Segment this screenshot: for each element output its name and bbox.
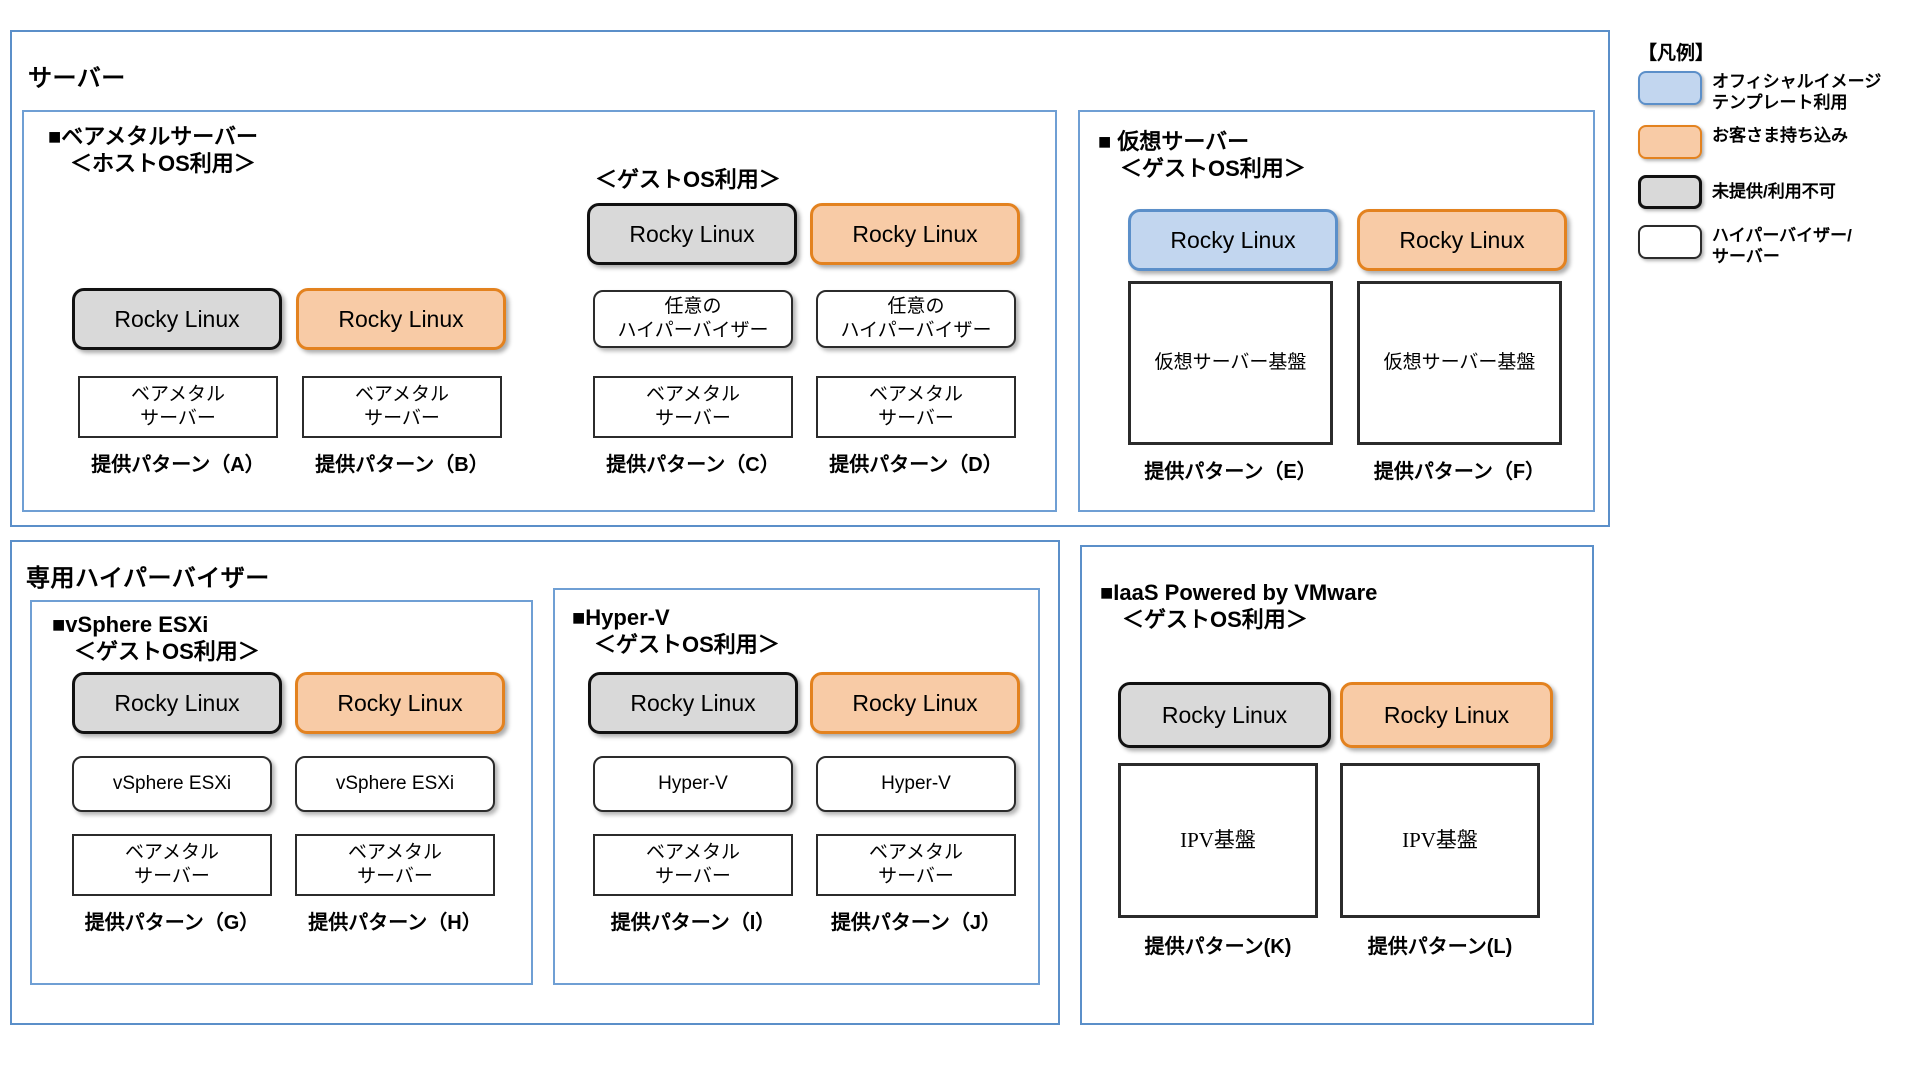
stack-l-pattern-label: 提供パターン(L) — [1367, 936, 1513, 958]
legend: 【凡例】 オフィシャルイメージ テンプレート利用 お客さま持ち込み 未提供/利用… — [1638, 38, 1918, 280]
stack-k-base-box: IPV基盤 — [1118, 763, 1318, 918]
legend-item-hypervisor-server: ハイパーバイザー/ サーバー — [1638, 225, 1918, 267]
stack-i-hypervisor-box: Hyper-V — [593, 756, 793, 812]
legend-label-official-template: オフィシャルイメージ テンプレート利用 — [1712, 72, 1882, 112]
legend-swatch-white — [1638, 225, 1702, 260]
iaas-vmware-heading: ■IaaS Powered by VMware ＜ゲストOS利用＞ — [1100, 580, 1378, 632]
stack-g-hypervisor-box: vSphere ESXi — [72, 756, 272, 812]
legend-swatch-blue — [1638, 71, 1702, 105]
stack-i-base-box: ベアメタル サーバー — [593, 834, 793, 896]
stack-a-os-box: Rocky Linux — [72, 288, 282, 350]
virtual-server-heading: ■ 仮想サーバー ＜ゲストOS利用＞ — [1098, 129, 1306, 181]
stack-b-pattern-label: 提供パターン（B） — [315, 454, 489, 476]
legend-label-customer-supplied: お客さま持ち込み — [1712, 126, 1848, 146]
stack-j-os-box: Rocky Linux — [810, 672, 1020, 734]
stack-h-pattern-label: 提供パターン（H） — [308, 912, 482, 934]
bare-metal-heading: ■ベアメタルサーバー ＜ホストOS利用＞ — [48, 124, 258, 176]
stack-b-os-box: Rocky Linux — [296, 288, 506, 350]
stack-a-base-box: ベアメタル サーバー — [78, 376, 278, 438]
legend-item-official-template: オフィシャルイメージ テンプレート利用 — [1638, 71, 1918, 113]
hyperv-heading: ■Hyper-V ＜ゲストOS利用＞ — [572, 605, 780, 657]
panel-dedicated-hypervisor-title: 専用ハイパーバイザー — [26, 565, 270, 592]
stack-l-os-box: Rocky Linux — [1340, 682, 1553, 748]
stack-l-base-box: IPV基盤 — [1340, 763, 1540, 918]
legend-title: 【凡例】 — [1638, 43, 1715, 64]
bare-metal-guest-os-heading: ＜ゲストOS利用＞ — [595, 167, 781, 192]
stack-c-pattern-label: 提供パターン（C） — [606, 454, 780, 476]
legend-item-customer-supplied: お客さま持ち込み — [1638, 125, 1918, 160]
stack-f-base-box: 仮想サーバー基盤 — [1357, 281, 1562, 445]
stack-e-base-box: 仮想サーバー基盤 — [1128, 281, 1333, 445]
stack-k-pattern-label: 提供パターン(K) — [1144, 936, 1292, 958]
legend-item-not-provided: 未提供/利用不可 — [1638, 175, 1918, 210]
stack-g-os-box: Rocky Linux — [72, 672, 282, 734]
stack-c-base-box: ベアメタル サーバー — [593, 376, 793, 438]
panel-server-title: サーバー — [28, 65, 126, 92]
stack-h-hypervisor-box: vSphere ESXi — [295, 756, 495, 812]
vsphere-heading: ■vSphere ESXi ＜ゲストOS利用＞ — [52, 612, 260, 664]
legend-swatch-gray — [1638, 175, 1702, 210]
stack-i-pattern-label: 提供パターン（I） — [610, 912, 776, 934]
stack-e-pattern-label: 提供パターン（E） — [1144, 461, 1317, 483]
stack-d-pattern-label: 提供パターン（D） — [829, 454, 1003, 476]
stack-d-hypervisor-box: 任意の ハイパーバイザー — [816, 290, 1016, 348]
stack-a-pattern-label: 提供パターン（A） — [91, 454, 265, 476]
stack-j-hypervisor-box: Hyper-V — [816, 756, 1016, 812]
stack-c-hypervisor-box: 任意の ハイパーバイザー — [593, 290, 793, 348]
stack-c-os-box: Rocky Linux — [587, 203, 797, 265]
stack-g-base-box: ベアメタル サーバー — [72, 834, 272, 896]
stack-k-os-box: Rocky Linux — [1118, 682, 1331, 748]
stack-g-pattern-label: 提供パターン（G） — [84, 912, 260, 934]
legend-label-not-provided: 未提供/利用不可 — [1712, 182, 1836, 202]
stack-h-os-box: Rocky Linux — [295, 672, 505, 734]
legend-label-hypervisor-server: ハイパーバイザー/ サーバー — [1712, 226, 1852, 267]
stack-h-base-box: ベアメタル サーバー — [295, 834, 495, 896]
stack-j-base-box: ベアメタル サーバー — [816, 834, 1016, 896]
legend-swatch-orange — [1638, 125, 1702, 160]
stack-e-os-box: Rocky Linux — [1128, 209, 1338, 271]
stack-b-base-box: ベアメタル サーバー — [302, 376, 502, 438]
stack-f-os-box: Rocky Linux — [1357, 209, 1567, 271]
stack-d-base-box: ベアメタル サーバー — [816, 376, 1016, 438]
stack-f-pattern-label: 提供パターン（F） — [1373, 461, 1546, 483]
stack-d-os-box: Rocky Linux — [810, 203, 1020, 265]
stack-j-pattern-label: 提供パターン（J） — [830, 912, 1002, 934]
stack-i-os-box: Rocky Linux — [588, 672, 798, 734]
